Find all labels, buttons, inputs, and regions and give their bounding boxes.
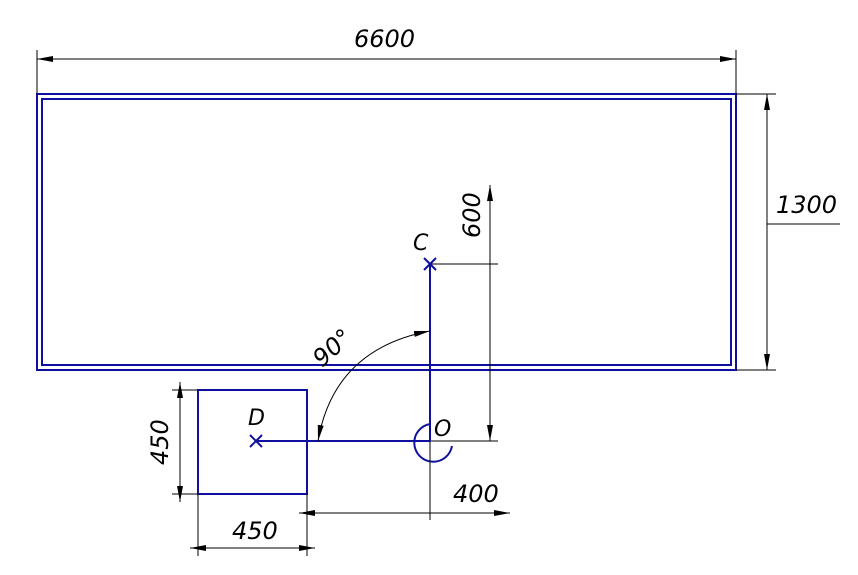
dimension-overall-width: 6600	[36, 25, 737, 94]
dimension-text-overall-height: 1300	[776, 191, 837, 219]
point-label-c: C	[413, 231, 429, 256]
dimension-overall-height: 1300	[736, 93, 840, 371]
point-label-o: O	[434, 417, 451, 442]
dimension-text-square-height: 450	[146, 419, 174, 465]
dimension-text-horizontal-offset: 400	[453, 480, 499, 508]
point-d-marker	[249, 434, 263, 448]
main-panel-inner-edge	[41, 98, 732, 366]
dimension-vertical-offset: 600	[430, 185, 498, 442]
main-panel-outline	[36, 93, 737, 371]
square-d	[197, 389, 308, 495]
dimension-square-width: 450	[190, 494, 315, 556]
dimension-horizontal-offset: 400	[299, 441, 510, 520]
dimension-square-height: 450	[146, 382, 198, 502]
dimension-angle: 90°	[307, 323, 431, 442]
point-c-marker	[423, 257, 437, 271]
dimension-text-vertical-offset: 600	[458, 192, 486, 238]
dimension-text-square-width: 450	[232, 517, 278, 545]
main-panel-outer-edge	[36, 93, 737, 371]
dimension-text-overall-width: 6600	[354, 25, 415, 53]
point-label-d: D	[248, 406, 265, 431]
